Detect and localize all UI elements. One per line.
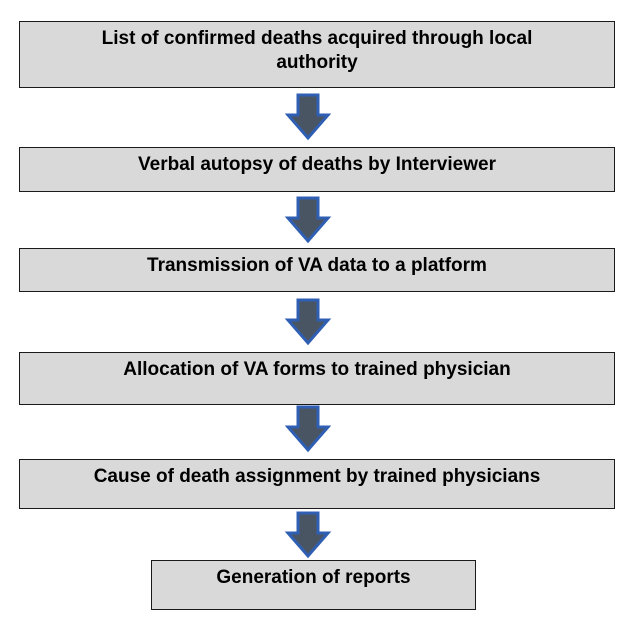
step-3-label: Transmission of VA data to a platform (147, 255, 487, 276)
down-arrow-icon (284, 196, 332, 244)
step-4-label: Allocation of VA forms to trained physic… (123, 359, 511, 380)
down-arrow-icon (284, 298, 332, 346)
step-3-box: Transmission of VA data to a platform (19, 248, 615, 292)
step-5-box: Cause of death assignment by trained phy… (19, 459, 615, 509)
down-arrow-icon (284, 405, 332, 453)
step-1-box: List of confirmed deaths acquired throug… (19, 21, 615, 88)
step-1-label: List of confirmed deaths acquired throug… (101, 28, 533, 73)
down-arrow-icon (284, 511, 332, 559)
down-arrow-icon (284, 93, 332, 141)
step-4-box: Allocation of VA forms to trained physic… (19, 352, 615, 405)
step-2-label: Verbal autopsy of deaths by Interviewer (138, 154, 496, 175)
step-6-label: Generation of reports (216, 567, 411, 588)
step-5-label: Cause of death assignment by trained phy… (93, 466, 541, 487)
step-2-box: Verbal autopsy of deaths by Interviewer (19, 147, 615, 192)
step-6-box: Generation of reports (151, 560, 476, 610)
